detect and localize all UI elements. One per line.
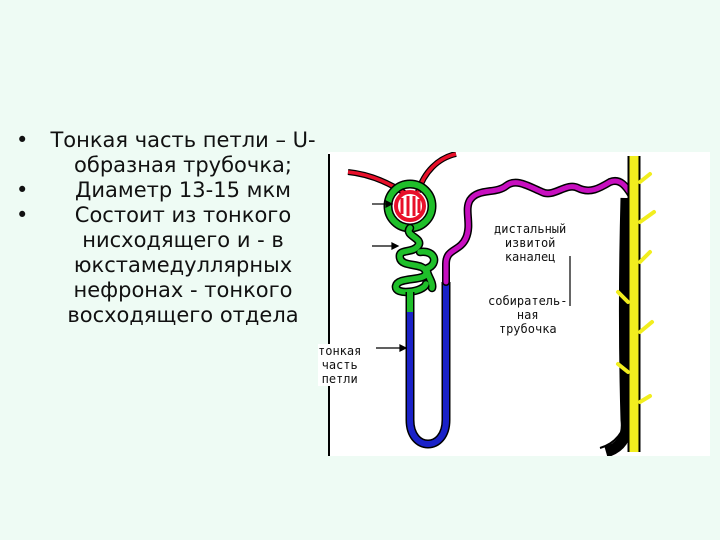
label-thin-line2: часть [321,358,358,372]
bullet-item-1: Тонкая часть петли – U-образная трубочка… [14,128,324,178]
label-collecting-duct: собиратель- ная трубочка [488,294,567,336]
loop-outline [405,282,451,449]
label-distal-line2: извитой [504,236,556,250]
afferent-vessel [347,170,407,196]
loop-of-henle [407,282,449,447]
pointer-arrows [372,200,571,352]
nephron-drawing [328,152,656,456]
duct-edge [599,413,629,449]
bullet-list: Тонкая часть петли – U-образная трубочка… [14,128,324,328]
nephron-diagram: дистальный извитой каналец собиратель- н… [328,152,710,456]
distal-tubule [443,178,635,285]
bullet-item-3: Состоит из тонкого нисходящего и - в юкс… [14,203,324,328]
glomerulus-loops [400,196,421,216]
label-collecting-line1: собиратель- [488,294,568,308]
label-distal-line3: каналец [504,250,556,264]
label-thin-segment: тонкая часть петли [318,344,362,386]
proximal-tubule [393,225,437,295]
label-collecting-line3: трубочка [498,322,557,336]
label-distal-tubule: дистальный извитой каналец [494,222,566,264]
label-thin-line3: петли [321,372,358,386]
label-collecting-line2: ная [516,308,539,322]
bullet-item-2: Диаметр 13-15 мкм [14,178,324,203]
collecting-duct-outline [604,197,632,456]
collecting-duct-branches [616,172,656,404]
label-thin-line1: тонкая [318,344,362,358]
label-distal-line1: дистальный [494,222,567,236]
